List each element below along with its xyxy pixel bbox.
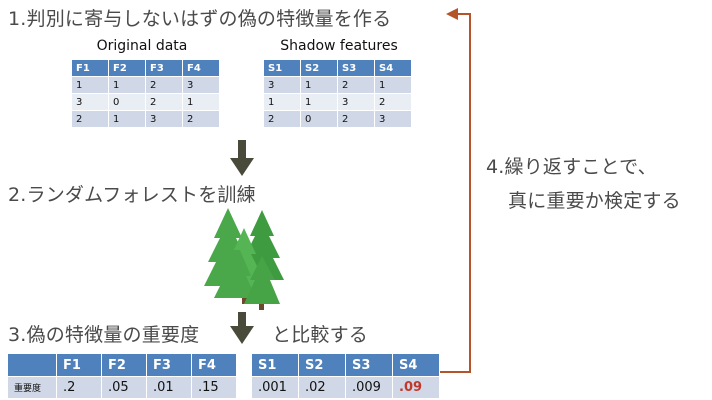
table-header-cell: S2	[299, 354, 346, 376]
table-header-cell: F2	[109, 60, 146, 76]
table-cell: 1	[109, 110, 146, 127]
table-cell: .01	[147, 376, 192, 398]
table-cell: 1	[183, 93, 220, 110]
down-arrow-icon	[230, 140, 254, 176]
table-cell: .001	[252, 376, 299, 398]
table-cell: .2	[57, 376, 102, 398]
table-cell: 3	[72, 93, 109, 110]
table-cell: 3	[264, 76, 301, 93]
table-cell: .15	[192, 376, 237, 398]
table-row: 重要度 .2 .05 .01 .15	[8, 376, 237, 398]
loop-back-arrow-icon	[440, 8, 471, 373]
step1-text: 1.判別に寄与しないはずの偽の特徴量を作る	[8, 8, 392, 30]
table-header-cell: F2	[102, 354, 147, 376]
table-header-row: S1 S2 S3 S4	[252, 354, 440, 376]
table-cell: 2	[183, 110, 220, 127]
table-cell: 1	[301, 93, 338, 110]
table-cell: 1	[264, 93, 301, 110]
table-header-cell: S1	[264, 60, 301, 76]
table-header-cell: S2	[301, 60, 338, 76]
feature-importance-table: F1 F2 F3 F4 重要度 .2 .05 .01 .15	[8, 354, 237, 398]
table-header-cell: F1	[72, 60, 109, 76]
table-header-cell: S4	[393, 354, 440, 376]
table-header-cell: S1	[252, 354, 299, 376]
table-cell: 3	[338, 93, 375, 110]
importance-row-label: 重要度	[8, 376, 57, 398]
table-cell: 0	[109, 93, 146, 110]
original-data-table: F1 F2 F3 F4 1 1 2 3 3 0 2 1 2 1 3 2	[72, 60, 220, 127]
random-forest-trees-icon	[204, 208, 284, 310]
table-cell: 3	[183, 76, 220, 93]
table-header-row: F1 F2 F3 F4	[72, 60, 220, 76]
table-row: 3 1 2 1	[264, 76, 412, 93]
table-row: 1 1 2 3	[72, 76, 220, 93]
table-cell: 2	[375, 93, 412, 110]
shadow-features-title: Shadow features	[280, 38, 398, 54]
table-header-cell: F1	[57, 354, 102, 376]
shadow-features-table: S1 S2 S3 S4 3 1 2 1 1 1 3 2 2 0 2 3	[264, 60, 412, 127]
table-cell: 1	[375, 76, 412, 93]
table-header-row: F1 F2 F3 F4	[8, 354, 237, 376]
table-row: 1 1 3 2	[264, 93, 412, 110]
table-cell: 3	[375, 110, 412, 127]
step3-text: 3.偽の特徴量の重要度	[8, 324, 200, 346]
table-header-cell: F3	[146, 60, 183, 76]
table-cell: 2	[264, 110, 301, 127]
table-cell: 2	[72, 110, 109, 127]
table-cell: 2	[338, 76, 375, 93]
table-cell: .009	[346, 376, 393, 398]
table-header-cell	[8, 354, 57, 376]
table-header-row: S1 S2 S3 S4	[264, 60, 412, 76]
table-header-cell: F3	[147, 354, 192, 376]
table-cell: 1	[72, 76, 109, 93]
down-arrow-icon	[230, 312, 254, 344]
tree-icon	[244, 256, 280, 310]
highlighted-importance-cell: .09	[393, 376, 440, 398]
step2-text: 2.ランダムフォレストを訓練	[8, 184, 256, 206]
step4-text-line2: 真に重要か検定する	[508, 190, 681, 212]
table-row: 2 0 2 3	[264, 110, 412, 127]
original-data-title: Original data	[96, 38, 188, 54]
table-cell: 2	[338, 110, 375, 127]
table-cell: 0	[301, 110, 338, 127]
table-header-cell: F4	[192, 354, 237, 376]
table-cell: 1	[109, 76, 146, 93]
table-row: .001 .02 .009 .09	[252, 376, 440, 398]
table-cell: 2	[146, 76, 183, 93]
table-cell: 2	[146, 93, 183, 110]
table-header-cell: S3	[338, 60, 375, 76]
table-cell: .05	[102, 376, 147, 398]
table-cell: .02	[299, 376, 346, 398]
shadow-importance-table: S1 S2 S3 S4 .001 .02 .009 .09	[252, 354, 440, 398]
table-header-cell: S3	[346, 354, 393, 376]
table-header-cell: F4	[183, 60, 220, 76]
step3-compare-text: と比較する	[272, 324, 369, 346]
table-row: 2 1 3 2	[72, 110, 220, 127]
tree-icon	[214, 250, 256, 298]
table-header-cell: S4	[375, 60, 412, 76]
table-cell: 3	[146, 110, 183, 127]
table-row: 3 0 2 1	[72, 93, 220, 110]
table-cell: 1	[301, 76, 338, 93]
step4-text-line1: 4.繰り返すことで、	[486, 156, 657, 178]
